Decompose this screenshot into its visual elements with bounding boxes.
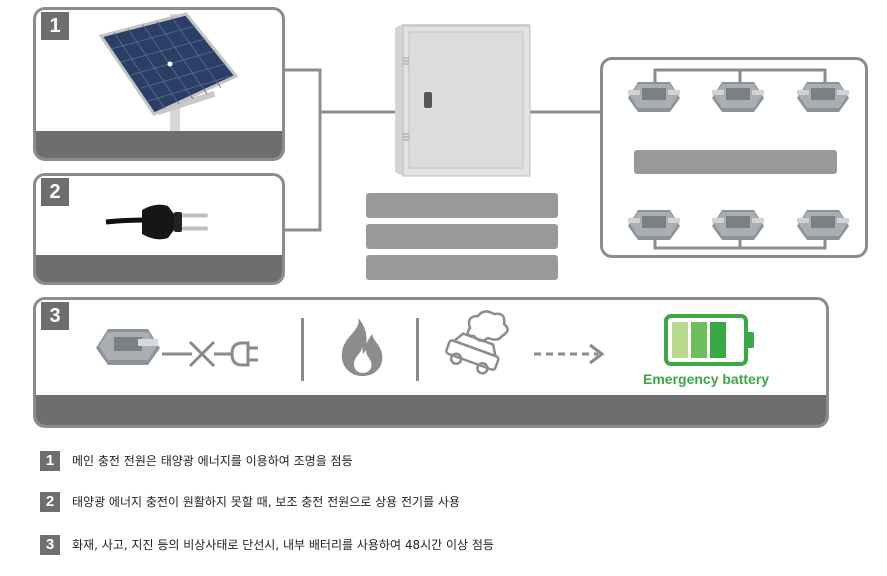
road-stud-light-icon <box>628 210 680 240</box>
road-stud-light-icon <box>797 82 849 112</box>
electrical-cabinet-icon <box>395 24 531 177</box>
cabinet-caption-bar <box>366 193 558 218</box>
dashed-arrow-icon <box>534 343 605 365</box>
divider <box>301 318 304 381</box>
road-stud-light-icon <box>96 329 160 365</box>
panel-grid-power: 2 <box>33 173 285 285</box>
power-plug-icon <box>105 204 208 240</box>
cabinet-caption-bar <box>366 224 558 249</box>
fire-icon <box>341 318 383 376</box>
legend-text: 메인 충전 전원은 태양광 에너지를 이용하여 조명을 점등 <box>72 454 353 468</box>
panel-caption-bar <box>36 255 282 282</box>
panel-number-badge: 3 <box>41 302 69 330</box>
battery-label: Emergency battery <box>643 371 770 387</box>
panel-caption-bar <box>36 395 826 425</box>
car-crash-icon <box>445 310 509 375</box>
battery-icon <box>664 314 754 366</box>
unplug-icon <box>162 340 258 368</box>
panel-number-badge: 2 <box>41 178 69 206</box>
road-stud-light-icon <box>712 82 764 112</box>
solar-panel-icon <box>98 12 239 139</box>
legend-number-badge: 3 <box>40 535 60 555</box>
legend-text: 화재, 사고, 지진 등의 비상사태로 단선시, 내부 배터리를 사용하여 48… <box>72 538 494 552</box>
road-stud-light-icon <box>712 210 764 240</box>
divider <box>416 318 419 381</box>
legend-text: 태양광 에너지 충전이 원활하지 못할 때, 보조 충전 전원으로 상용 전기를… <box>72 495 461 509</box>
studs-caption-bar <box>634 150 837 174</box>
panel-number-badge: 1 <box>41 12 69 40</box>
legend-number-badge: 1 <box>40 451 60 471</box>
road-stud-light-icon <box>628 82 680 112</box>
road-stud-light-icon <box>797 210 849 240</box>
legend-number-badge: 2 <box>40 492 60 512</box>
panel-caption-bar <box>36 131 282 158</box>
cabinet-caption-bar <box>366 255 558 280</box>
panel-solar: 1 <box>33 7 285 161</box>
